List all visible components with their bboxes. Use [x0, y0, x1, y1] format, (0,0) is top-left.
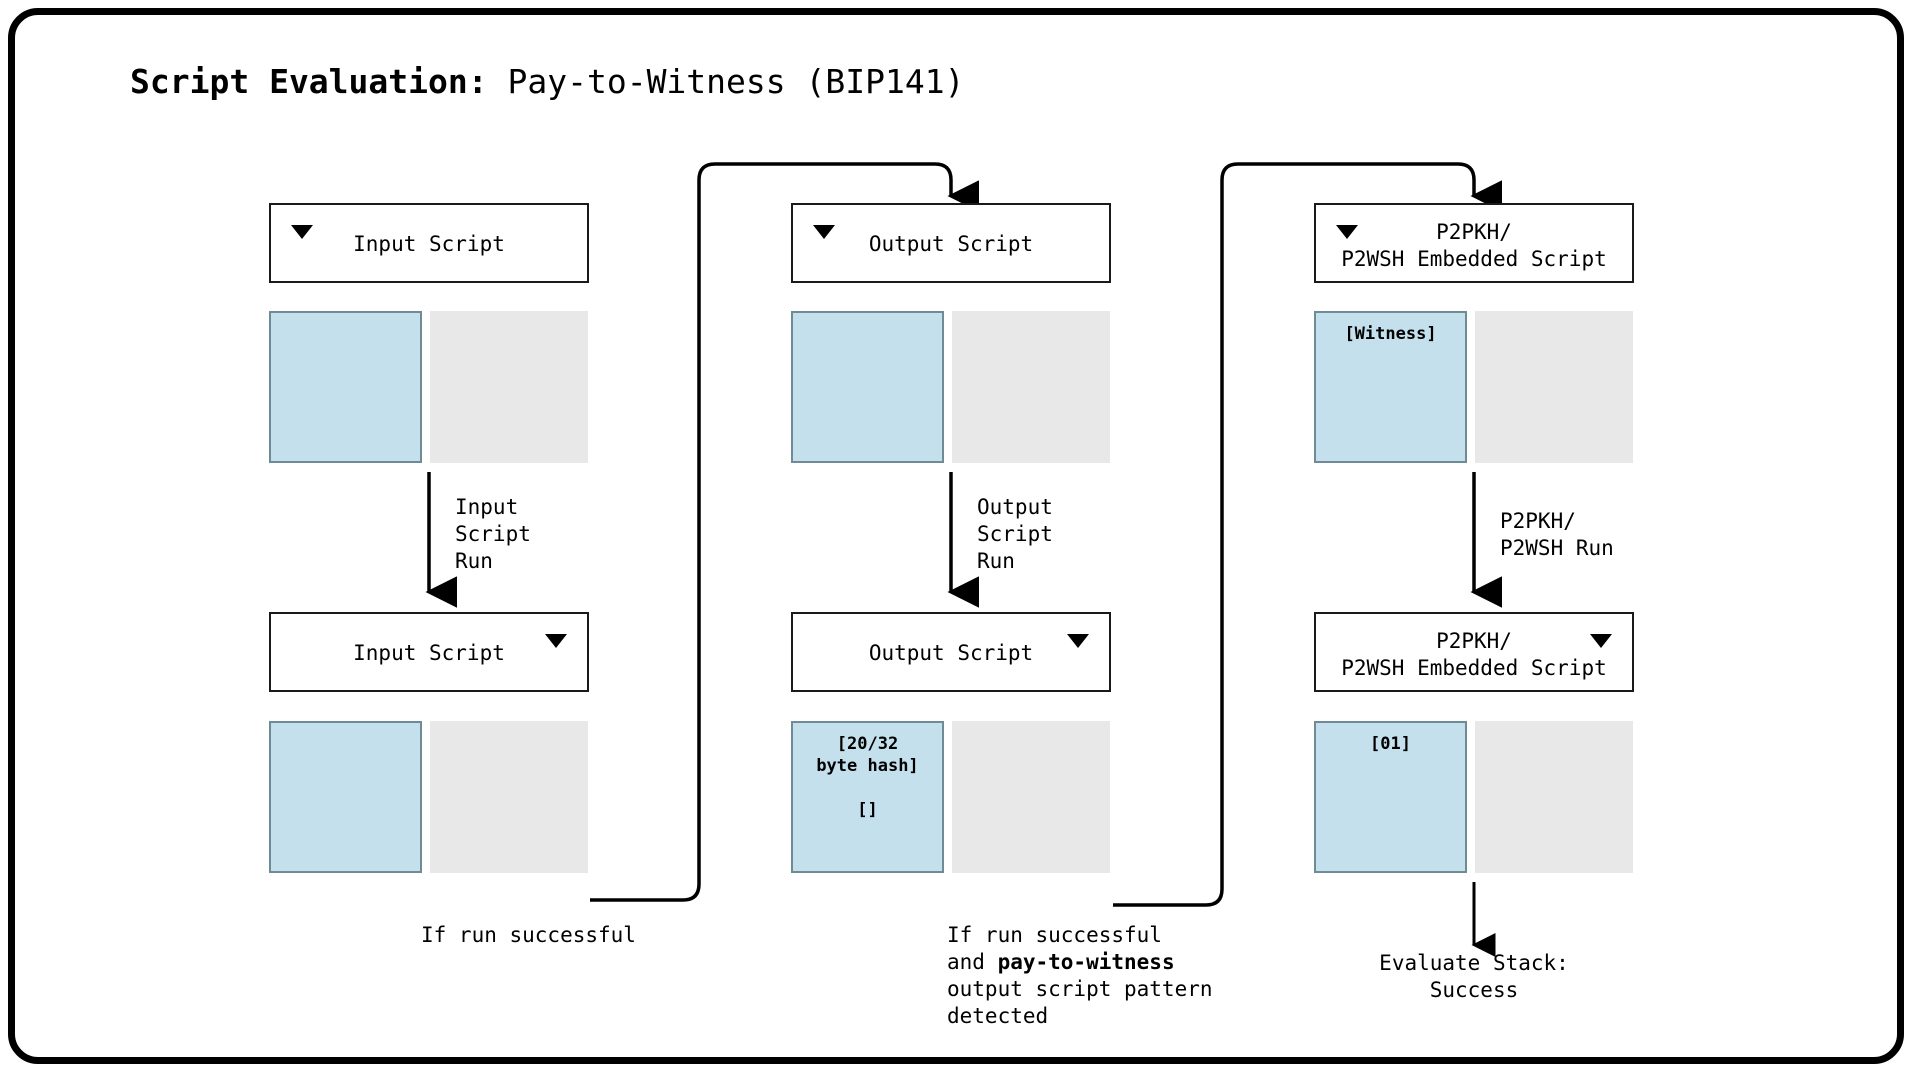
- header-label-line2: P2WSH Embedded Script: [1341, 656, 1607, 680]
- transition-label-input-script-run: Input Script Run: [455, 495, 531, 573]
- stack-cell-empty: [430, 311, 588, 463]
- stack-cell-text: [Witness]: [1344, 324, 1437, 344]
- header-label: Input Script: [353, 232, 505, 256]
- triangle-down-icon: [545, 634, 567, 648]
- stack-cell-filled: [20/32 byte hash] []: [791, 721, 944, 873]
- header-box-input-script-before[interactable]: Input Script: [269, 203, 589, 283]
- header-box-embedded-script-before[interactable]: P2PKH/ P2WSH Embedded Script: [1314, 203, 1634, 283]
- transition-label-p2pkh-p2wsh-run: P2PKH/ P2WSH Run: [1500, 509, 1614, 560]
- outcome-line-4: detected: [947, 1004, 1049, 1028]
- triangle-down-icon: [1590, 634, 1612, 648]
- outcome-line-3: output script pattern: [947, 977, 1213, 1001]
- stack-cell-filled: [01]: [1314, 721, 1467, 873]
- page-title-bold: Script Evaluation:: [130, 62, 488, 101]
- header-label: Input Script: [353, 641, 505, 665]
- stack-cell-empty: [430, 721, 588, 873]
- header-label-line2: P2WSH Embedded Script: [1341, 247, 1607, 271]
- header-label: Output Script: [868, 641, 1034, 665]
- outcome-label-evaluate-stack: Evaluate Stack: Success: [1314, 950, 1634, 1004]
- stack-cell-empty: [1475, 721, 1633, 873]
- stack-cell-empty: [952, 721, 1110, 873]
- triangle-down-icon: [813, 225, 835, 239]
- stack-cell-filled: [269, 311, 422, 463]
- triangle-down-icon: [1336, 225, 1358, 239]
- stack-cell-text-line2: byte hash]: [816, 756, 919, 776]
- stack-cell-empty: [952, 311, 1110, 463]
- stack-cell-filled: [791, 311, 944, 463]
- outcome-label-input-script: If run successful: [421, 923, 636, 947]
- header-label: Output Script: [868, 232, 1034, 256]
- stack-cell-text: [01]: [1370, 734, 1411, 754]
- triangle-down-icon: [291, 225, 313, 239]
- stack-cell-text-line3: []: [857, 800, 878, 820]
- page-title-rest: Pay-to-Witness (BIP141): [487, 62, 965, 101]
- stack-cell-empty: [1475, 311, 1633, 463]
- stack-cell-text-line1: [20/32: [836, 734, 899, 754]
- header-box-output-script-before[interactable]: Output Script: [791, 203, 1111, 283]
- outcome-line-1: Evaluate Stack:: [1379, 951, 1569, 975]
- transition-label-output-script-run: Output Script Run: [977, 495, 1053, 573]
- page-title: Script Evaluation: Pay-to-Witness (BIP14…: [130, 62, 964, 101]
- header-label-line1: P2PKH/: [1436, 629, 1512, 653]
- outcome-line-2: Success: [1429, 978, 1519, 1002]
- outcome-label-output-script: If run successful and pay-to-witness outpu…: [947, 922, 1213, 1030]
- outcome-line-1: If run successful: [947, 923, 1162, 947]
- stack-cell-filled: [269, 721, 422, 873]
- outcome-line-2-bold: pay-to-witness: [997, 950, 1175, 974]
- outcome-line-2-prefix: and: [947, 950, 998, 974]
- header-label-line1: P2PKH/: [1436, 220, 1512, 244]
- header-box-output-script-after[interactable]: Output Script: [791, 612, 1111, 692]
- header-box-input-script-after[interactable]: Input Script: [269, 612, 589, 692]
- header-box-embedded-script-after[interactable]: P2PKH/ P2WSH Embedded Script: [1314, 612, 1634, 692]
- stack-cell-filled: [Witness]: [1314, 311, 1467, 463]
- triangle-down-icon: [1067, 634, 1089, 648]
